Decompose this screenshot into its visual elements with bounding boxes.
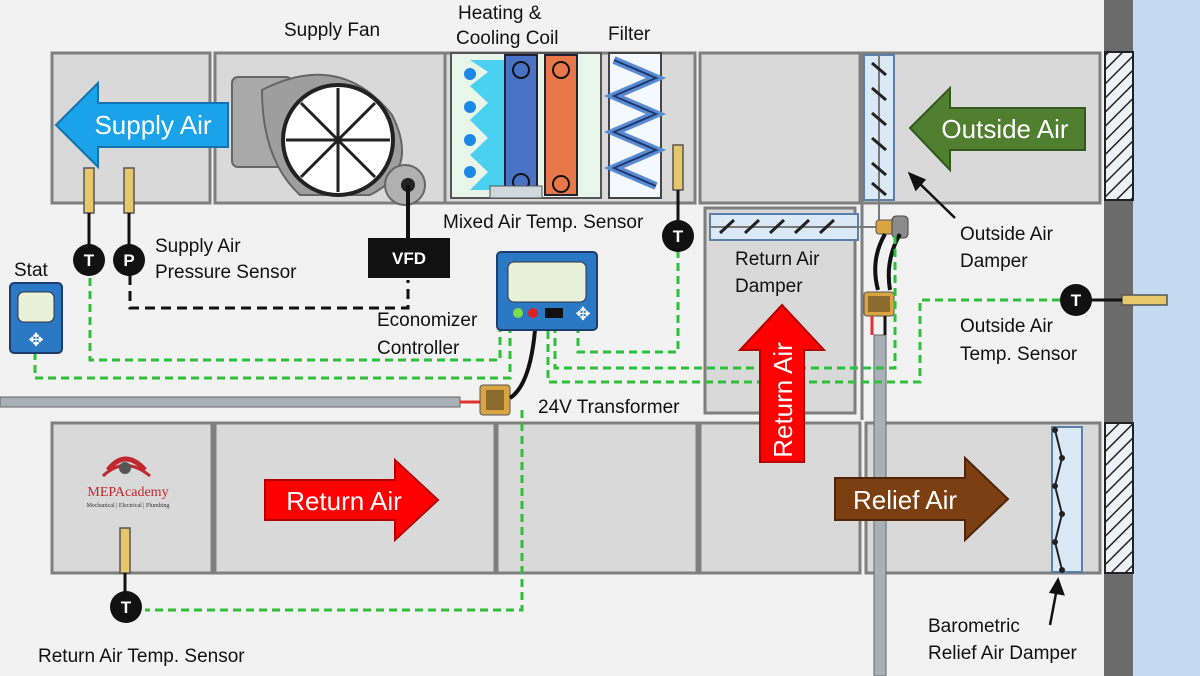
control-wiring: [33, 236, 1060, 612]
economizer-label-line2: Controller: [377, 338, 460, 359]
return-air-arrow-vertical: Return Air: [737, 303, 827, 463]
relief-louver: [1104, 422, 1134, 574]
svg-text:T: T: [1071, 291, 1082, 310]
intake-louver: [1104, 51, 1134, 201]
svg-text:✥: ✥: [575, 304, 590, 325]
coil-label-line2: Cooling Coil: [456, 28, 558, 49]
exterior-area: [1133, 0, 1200, 676]
barometric-label-line2: Relief Air Damper: [928, 643, 1078, 664]
coil-label-line1: Heating &: [458, 3, 542, 24]
supply-air-temp-sensor: T: [73, 244, 105, 276]
outside-sensor-label-line1: Outside Air: [960, 316, 1054, 337]
return-air-temp-sensor: T: [110, 591, 142, 623]
outside-air-label: Outside Air: [941, 114, 1069, 144]
return-air-vertical-label: Return Air: [768, 342, 798, 458]
supply-air-pressure-sensor: P: [113, 244, 145, 276]
svg-text:T: T: [84, 251, 95, 270]
logo-tagline: Mechanical | Electrical | Plumbing: [87, 503, 170, 509]
vfd-box: [368, 238, 450, 278]
svg-text:T: T: [673, 227, 684, 246]
vfd-label: VFD: [392, 249, 426, 268]
supply-pressure-label-line1: Supply Air: [155, 236, 241, 257]
damper-actuator: [863, 215, 909, 335]
filter: [603, 52, 667, 199]
relief-air-label: Relief Air: [853, 485, 957, 515]
svg-text:✥: ✥: [28, 330, 43, 351]
svg-text:T: T: [121, 598, 132, 617]
supply-pressure-label-line2: Pressure Sensor: [155, 262, 297, 283]
logo-name: MEPAcademy: [87, 485, 168, 500]
transformer: [460, 329, 537, 416]
economizer-label-line1: Economizer: [377, 310, 478, 331]
return-damper-label-line1: Return Air: [735, 249, 820, 270]
barometric-relief-damper: [1051, 426, 1083, 573]
supply-fan: [231, 73, 426, 238]
mep-academy-logo: MEPAcademy Mechanical | Electrical | Plu…: [87, 456, 170, 509]
svg-text:P: P: [123, 251, 134, 270]
return-air-damper: [709, 213, 878, 241]
stat-label: Stat: [14, 260, 49, 281]
transformer-label: 24V Transformer: [538, 397, 680, 418]
filter-label: Filter: [608, 24, 651, 45]
economizer-controller[interactable]: ✥: [496, 251, 598, 331]
return-air-lower-label: Return Air: [286, 486, 402, 516]
mixed-air-sensor-label: Mixed Air Temp. Sensor: [443, 212, 644, 233]
outside-air-damper: [863, 54, 895, 225]
barometric-label-line1: Barometric: [928, 616, 1020, 637]
heating-cooling-coil: [450, 52, 602, 199]
return-air-arrow-lower: Return Air: [264, 457, 440, 543]
return-sensor-label: Return Air Temp. Sensor: [38, 646, 245, 667]
outside-damper-label-line2: Damper: [960, 251, 1028, 272]
thermostat[interactable]: ✥: [9, 282, 63, 354]
outside-damper-label-line1: Outside Air: [960, 224, 1054, 245]
outside-sensor-label-line2: Temp. Sensor: [960, 344, 1078, 365]
supply-air-label: Supply Air: [94, 110, 211, 140]
supply-fan-label: Supply Fan: [284, 20, 380, 41]
relief-air-arrow: Relief Air: [834, 455, 1010, 543]
supply-air-arrow: Supply Air: [54, 80, 229, 170]
pressure-wiring: [128, 275, 410, 310]
outside-air-arrow: Outside Air: [908, 85, 1086, 173]
return-damper-label-line2: Damper: [735, 276, 803, 297]
mixed-air-temp-sensor: T: [662, 220, 694, 252]
outside-air-temp-sensor: T: [1060, 284, 1092, 316]
